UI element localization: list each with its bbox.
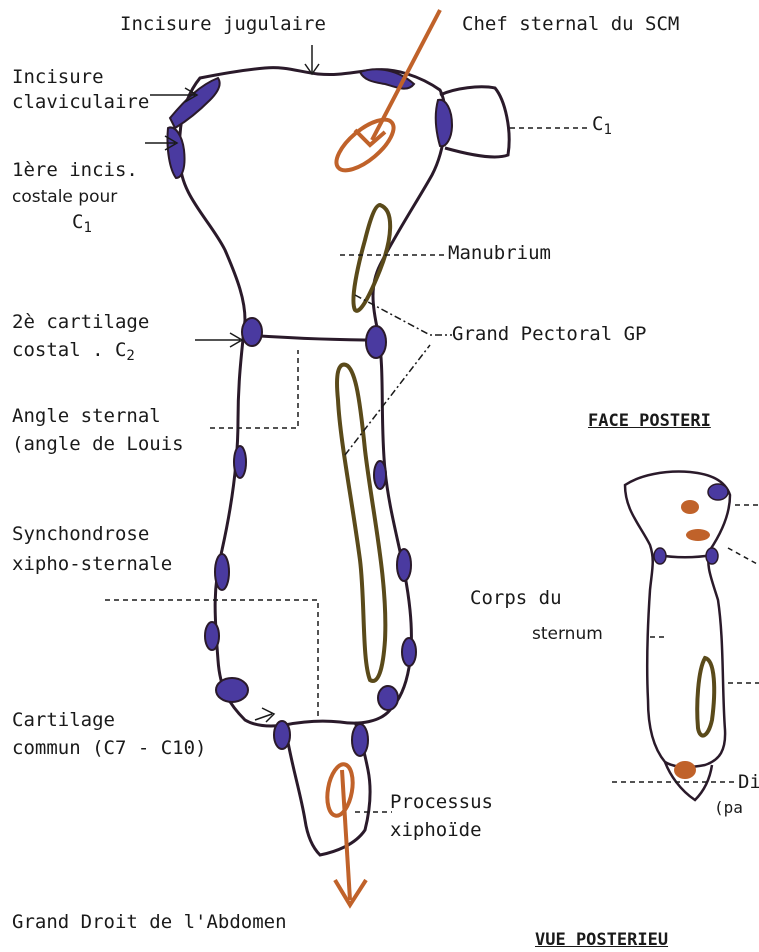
label-angle-sternal-2: (angle de Louis bbox=[12, 432, 184, 456]
first-costal-notch-left bbox=[167, 127, 184, 178]
posterior-notch-2 bbox=[654, 548, 666, 564]
posterior-notch-3 bbox=[706, 548, 718, 564]
first-costal-notch-right bbox=[436, 100, 452, 146]
c7-notch-right bbox=[352, 724, 368, 756]
rectus-insertion bbox=[324, 762, 357, 817]
posterior-insertion-3 bbox=[674, 761, 696, 779]
posterior-notch-1 bbox=[708, 484, 728, 500]
leader-common-arrow bbox=[255, 708, 274, 722]
c3-notch-right bbox=[374, 461, 386, 489]
label-di: Di bbox=[738, 770, 759, 794]
c5-notch-left bbox=[205, 622, 219, 650]
label-manubrium: Manubrium bbox=[448, 241, 551, 265]
posterior-insertion-1 bbox=[681, 500, 699, 514]
c5-notch-right bbox=[402, 638, 416, 666]
label-processus-1: Processus bbox=[390, 790, 493, 814]
label-chef-sternal: Chef sternal du SCM bbox=[462, 12, 679, 36]
scm-arrow-head bbox=[355, 130, 385, 145]
label-angle-sternal-1: Angle sternal bbox=[12, 404, 161, 428]
posterior-sternum-outline bbox=[625, 472, 730, 767]
label-incisure-jugulaire: Incisure jugulaire bbox=[120, 12, 326, 36]
label-synchondrose-2: xipho-sternale bbox=[12, 552, 172, 576]
label-corps-2: sternum bbox=[532, 622, 603, 646]
label-face-posterieure: FACE POSTERI bbox=[588, 409, 711, 433]
label-2nd-cartilage-2: costal . C2 bbox=[12, 338, 135, 368]
c4-notch-right bbox=[397, 549, 411, 581]
label-grand-droit: Grand Droit de l'Abdomen bbox=[12, 910, 287, 934]
posterior-insertion-2 bbox=[686, 529, 710, 541]
label-1st-incis-3: C1 bbox=[72, 210, 92, 240]
label-1st-incis-2: costale pour bbox=[12, 185, 117, 209]
rectus-arrow-shaft bbox=[342, 770, 350, 900]
label-processus-2: xiphoïde bbox=[390, 818, 482, 842]
label-corps-1: Corps du bbox=[470, 586, 562, 610]
c4-notch-left bbox=[215, 554, 229, 590]
posterior-leader-2 bbox=[728, 548, 759, 565]
c3-notch-left bbox=[234, 446, 246, 478]
label-incisure-claviculaire-2: claviculaire bbox=[12, 90, 149, 114]
sternum-outline bbox=[180, 68, 446, 726]
scm-insertion bbox=[329, 111, 402, 179]
leader-angle bbox=[210, 350, 298, 428]
label-1st-incis-1: 1ère incis. bbox=[12, 158, 138, 182]
label-cartilage-commun-1: Cartilage bbox=[12, 708, 115, 732]
leader-synchondrose bbox=[105, 600, 318, 720]
c2-notch-left bbox=[242, 318, 262, 346]
label-pa: (pa bbox=[714, 796, 743, 820]
c7-notch-left bbox=[274, 721, 290, 749]
label-synchondrose-1: Synchondrose bbox=[12, 522, 149, 546]
c6-notch-left bbox=[216, 678, 248, 702]
label-vue-posterieure: VUE POSTERIEU bbox=[535, 928, 668, 952]
junction-line bbox=[245, 335, 378, 340]
leader-2nd-arrow bbox=[195, 333, 242, 347]
posterior-pectoral bbox=[697, 658, 714, 736]
label-c1-right: C1 bbox=[592, 112, 612, 142]
leader-clav-arrow bbox=[150, 88, 197, 102]
label-grand-pectoral: Grand Pectoral GP bbox=[452, 322, 646, 346]
c6-notch-right bbox=[378, 686, 398, 710]
label-incisure-claviculaire-1: Incisure bbox=[12, 65, 104, 89]
label-2nd-cartilage-1: 2è cartilage bbox=[12, 310, 149, 334]
label-cartilage-commun-2: commun (C7 - C10) bbox=[12, 736, 206, 760]
c2-notch-right bbox=[366, 326, 386, 358]
pectoral-insertion-body bbox=[337, 365, 385, 681]
